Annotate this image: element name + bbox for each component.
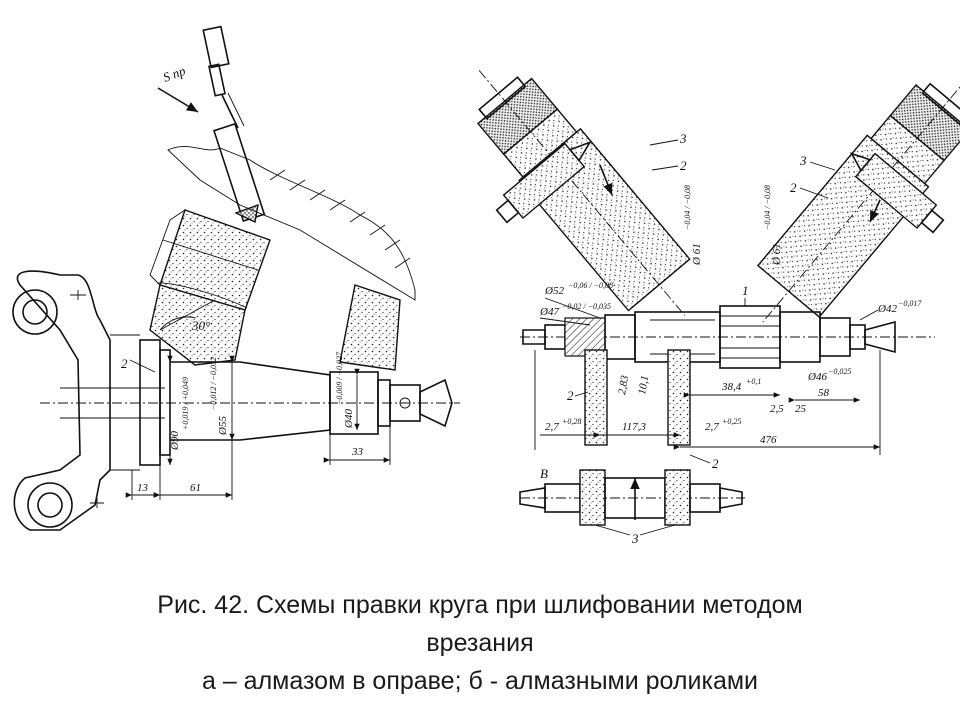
angle-label: 30° bbox=[191, 318, 210, 333]
dim-d55: Ø55 bbox=[217, 416, 229, 436]
dim-10-1: 10,1 bbox=[636, 374, 651, 395]
dim-25: 25 bbox=[795, 403, 807, 415]
dim-d47: Ø47 bbox=[539, 306, 559, 318]
dim-117-3: 117,3 bbox=[622, 421, 646, 433]
dim-2-7a-tol: +0,28 bbox=[562, 417, 581, 426]
dim-d90-tol: +0,019 / +0,049 bbox=[181, 377, 190, 430]
dim-2-5: 2,5 bbox=[770, 403, 784, 415]
dim-d47-tol: −0,02 / −0,035 bbox=[562, 302, 611, 311]
workpiece-shaft bbox=[520, 305, 935, 369]
dim-33: 33 bbox=[351, 446, 364, 458]
callout-2b: 2 bbox=[790, 180, 797, 195]
fixture-body bbox=[167, 146, 416, 301]
dim-476: 476 bbox=[760, 434, 777, 446]
dim-d46: Ø46 bbox=[807, 371, 827, 383]
dim-38-4-tol: +0,1 bbox=[746, 377, 761, 386]
callout-2-left: 2 bbox=[121, 356, 128, 371]
figure-caption: Рис. 42. Схемы правки круга при шлифован… bbox=[0, 586, 960, 700]
caption-line-3: а – алмазом в оправе; б - алмазными роли… bbox=[201, 667, 759, 695]
dim-2-7a: 2,7 bbox=[545, 421, 559, 433]
view-v: 3 bbox=[519, 469, 745, 546]
dim-d55-tol: −0,012 / −0,032 bbox=[209, 357, 218, 410]
left-cross-roller bbox=[495, 140, 592, 224]
dim-d61b-tol: −0,04 / −0,08 bbox=[763, 185, 772, 230]
callout-2d: 2 bbox=[712, 456, 719, 471]
dim-2-7b: 2,7 bbox=[705, 421, 719, 433]
wheel-flange bbox=[139, 339, 161, 466]
caption-line-1: Рис. 42. Схемы правки круга при шлифован… bbox=[157, 591, 803, 619]
callout-3a: 3 bbox=[679, 131, 687, 146]
grinding-wheel-end bbox=[339, 284, 401, 371]
dim-38-4: 38,4 bbox=[721, 381, 742, 393]
dim-d61a-tol: −0,04 / −0,08 bbox=[683, 185, 692, 230]
feed-arrow bbox=[157, 87, 199, 113]
clamp-hole-bottom bbox=[27, 482, 73, 528]
technical-drawing: S пр 30° bbox=[12, 25, 960, 546]
lower-roller-left bbox=[584, 349, 608, 446]
lower-roller-right bbox=[667, 349, 691, 446]
dim-d61b: Ø 61 bbox=[771, 243, 783, 266]
left-drawing: S пр 30° bbox=[12, 25, 460, 531]
dim-d52: Ø52 bbox=[544, 285, 564, 297]
dim-d40-tol: −0,009 / −0,027 bbox=[335, 351, 344, 405]
label-v: В bbox=[540, 466, 548, 481]
callout-1: 1 bbox=[742, 283, 749, 298]
dim-d61a: Ø 61 bbox=[691, 243, 703, 266]
right-cross-roller bbox=[849, 152, 945, 234]
right-drawing: А Б В bbox=[477, 70, 960, 546]
dim-2-7b-tol: +0,25 bbox=[722, 417, 741, 426]
callout-2c: 2 bbox=[567, 388, 574, 403]
clamp-body bbox=[13, 270, 111, 531]
dim-61: 61 bbox=[190, 482, 201, 494]
diamond-tool-holder bbox=[202, 25, 266, 224]
feed-label: S пр bbox=[161, 63, 188, 85]
callout-2a: 2 bbox=[680, 158, 687, 173]
dim-d46-tol: −0,025 bbox=[828, 367, 851, 376]
arbor-taper bbox=[170, 361, 331, 441]
dim-d42: Ø42 bbox=[877, 303, 897, 315]
dim-d90: Ø90 bbox=[169, 431, 181, 451]
callout-3b: 3 bbox=[799, 153, 807, 168]
caption-line-2: врезания bbox=[426, 629, 534, 657]
dim-d52-tol: −0,06 / −0,08 bbox=[568, 281, 613, 290]
fixture-hatching bbox=[269, 169, 411, 269]
dim-13: 13 bbox=[137, 482, 149, 494]
dim-d40: Ø40 bbox=[343, 409, 355, 429]
dim-58: 58 bbox=[818, 387, 830, 399]
callout-3c: 3 bbox=[631, 531, 639, 546]
left-inclined-wheel-assembly bbox=[477, 70, 691, 316]
dim-d42-tol: −0,017 bbox=[898, 299, 922, 308]
clamp-hole-top bbox=[12, 289, 58, 335]
dim-2-83: 2,83 bbox=[616, 374, 631, 396]
